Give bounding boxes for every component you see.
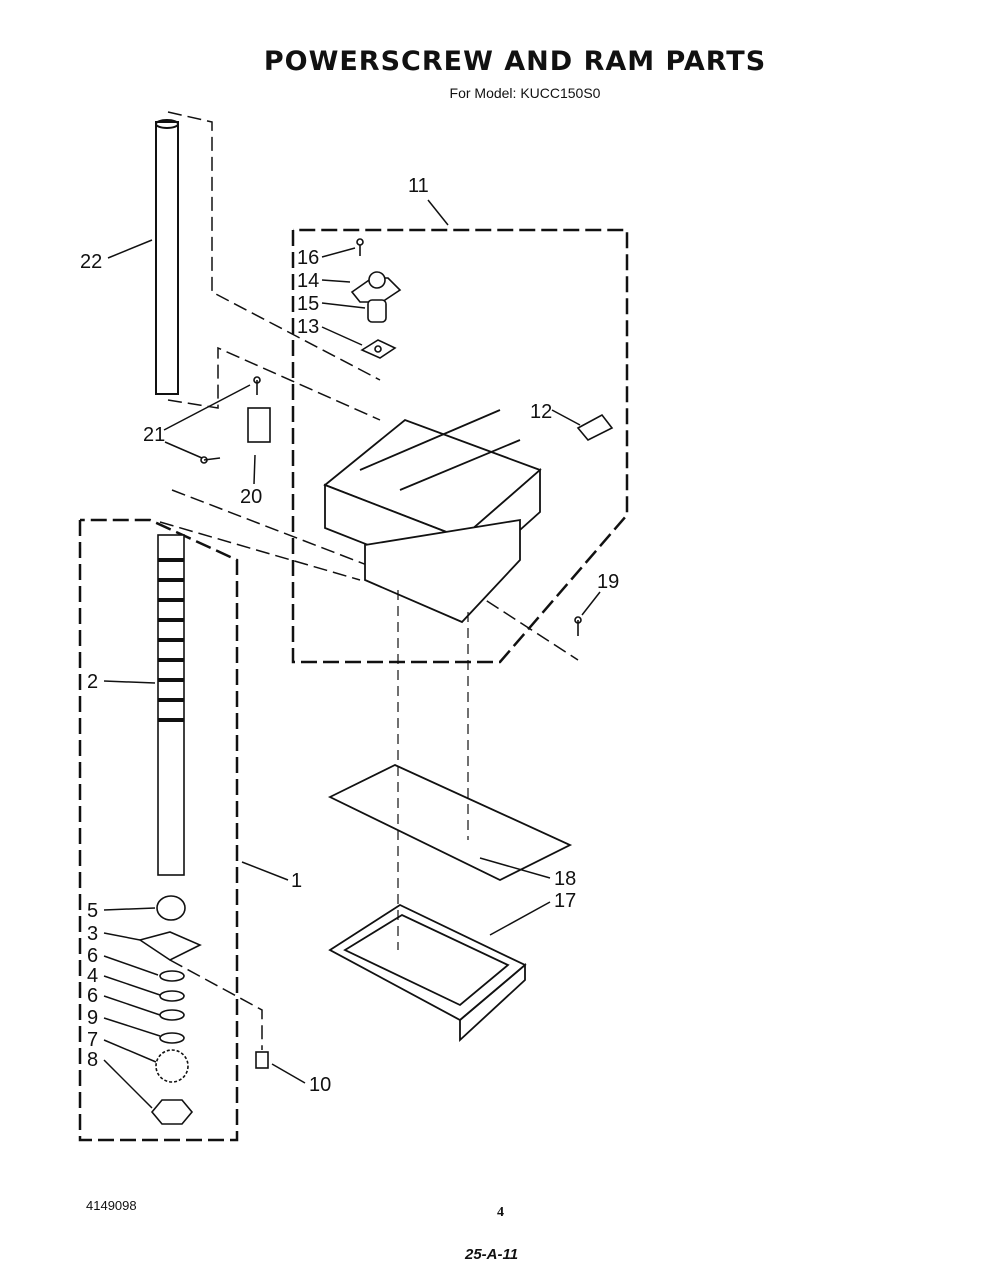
callout-21: 21 [143,424,166,446]
callout-1: 1 [291,870,303,892]
callout-4: 4 [87,965,99,987]
callout-10: 10 [309,1074,332,1096]
callout-18: 18 [554,868,577,890]
callout-12: 12 [530,401,553,423]
callout-13: 13 [297,316,320,338]
callout-17: 17 [554,890,577,912]
small-parts [200,238,614,636]
callout-5: 5 [87,900,99,922]
assembly-1-boundary [78,518,239,1142]
ram-tube-part-22 [155,119,179,395]
callout-19: 19 [597,571,620,593]
callout-3: 3 [87,923,99,945]
assembly-11-boundary [291,228,629,664]
powerscrew-part-2 [138,534,269,1125]
callout-7: 7 [87,1029,99,1051]
callout-6b: 6 [87,985,99,1007]
callout-14: 14 [297,270,320,292]
page-number: 4 [497,1205,504,1220]
gasket-part-18 [327,764,573,882]
callout-22: 22 [80,251,103,273]
callout-9: 9 [87,1007,99,1029]
handwritten-code: 25-A-11 [465,1246,519,1263]
callout-16: 16 [297,247,320,269]
page-title: POWERSCREW AND RAM PARTS [263,46,767,77]
gear-housing [323,409,542,624]
model-subtitle: For Model: KUCC150S0 [449,85,601,101]
callout-2: 2 [87,671,99,693]
callout-6: 6 [87,945,99,967]
document-number: 4149098 [86,1198,137,1213]
callout-15: 15 [297,293,320,315]
callout-11: 11 [408,175,429,197]
callout-8: 8 [87,1049,99,1071]
callout-20: 20 [240,486,263,508]
drip-pan-part-17 [328,903,527,1043]
